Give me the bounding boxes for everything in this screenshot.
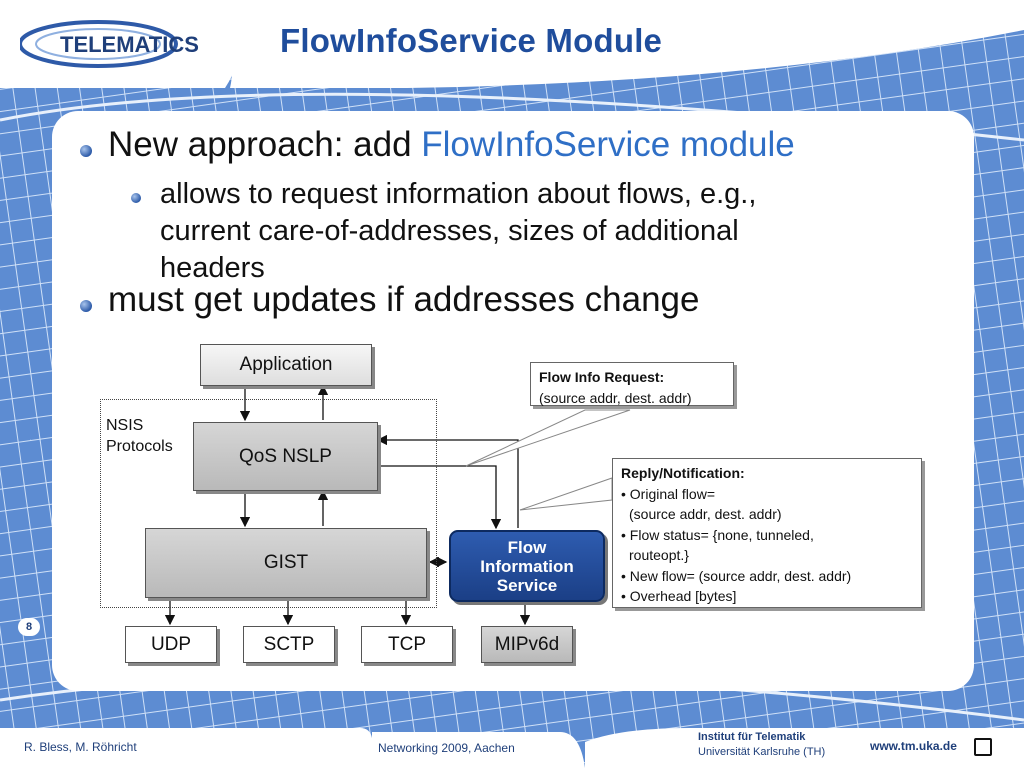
reply-item: • Original flow=	[621, 485, 715, 502]
reply-item: (source addr, dest. addr)	[629, 506, 782, 522]
footer-institute-line-2: Universität Karlsruhe (TH)	[698, 746, 826, 758]
gist-box: GIST	[145, 528, 427, 598]
sub-bullet-line-3: headers	[160, 252, 265, 284]
bullet-1: New approach: add FlowInfoService module	[108, 125, 795, 165]
logo-text: TELEMATICS	[60, 32, 199, 57]
mipv6d-box: MIPv6d	[481, 626, 573, 663]
tcp-box: TCP	[361, 626, 453, 663]
flow-box-line-1: Flow	[507, 537, 547, 557]
reply-item: routeopt.}	[629, 547, 689, 563]
reply-item: • New flow= (source addr, dest. addr)	[621, 567, 852, 584]
bullet-1-prefix: New approach: add	[108, 125, 422, 164]
flow-info-request-callout: Flow Info Request: (source addr, dest. a…	[530, 362, 734, 406]
nsis-label-line-2: Protocols	[106, 438, 173, 455]
footer-authors: R. Bless, M. Röhricht	[24, 740, 137, 754]
request-title: Flow Info Request:	[539, 369, 665, 385]
footer-url[interactable]: www.tm.uka.de	[870, 739, 957, 753]
footer-institute-line-1: Institut für Telematik	[698, 731, 806, 743]
qos-nslp-box: QoS NSLP	[193, 422, 378, 491]
udp-box: UDP	[125, 626, 217, 663]
reply-title: Reply/Notification:	[621, 465, 745, 481]
tm-logo-icon	[974, 738, 992, 756]
nsis-label: NSIS Protocols	[106, 415, 173, 457]
header-band	[0, 0, 1024, 88]
nsis-label-line-1: NSIS	[106, 417, 144, 434]
flow-information-service-box: Flow Information Service	[449, 530, 605, 602]
footer-band	[0, 728, 1024, 768]
sub-bullet-line-1: allows to request information about flow…	[160, 178, 757, 210]
bullet-1-highlight: FlowInfoService module	[421, 125, 795, 164]
sub-bullet-1: allows to request information about flow…	[160, 176, 756, 287]
reply-notification-callout: Reply/Notification: • Original flow= (so…	[612, 458, 922, 608]
slide-title: FlowInfoService Module	[280, 22, 663, 59]
sctp-box: SCTP	[243, 626, 335, 663]
bullet-2: must get updates if addresses change	[108, 280, 700, 319]
sub-bullet-line-2: current care-of-addresses, sizes of addi…	[160, 215, 739, 247]
bullet-dot-1	[80, 145, 92, 157]
footer-conference: Networking 2009, Aachen	[378, 741, 515, 755]
reply-item: • Flow status= {none, tunneled,	[621, 526, 814, 543]
flow-box-line-3: Service	[496, 575, 558, 595]
nsis-protocols-group	[100, 399, 437, 608]
page-number: 8	[18, 618, 40, 636]
application-box: Application	[200, 344, 372, 386]
reply-item: • Overhead [bytes]	[621, 588, 737, 604]
sub-bullet-dot	[131, 193, 141, 203]
request-body: (source addr, dest. addr)	[539, 389, 692, 406]
flow-box-line-2: Information	[480, 556, 574, 576]
telematics-logo: TELEMATICS	[18, 14, 220, 70]
bullet-dot-2	[80, 300, 92, 312]
